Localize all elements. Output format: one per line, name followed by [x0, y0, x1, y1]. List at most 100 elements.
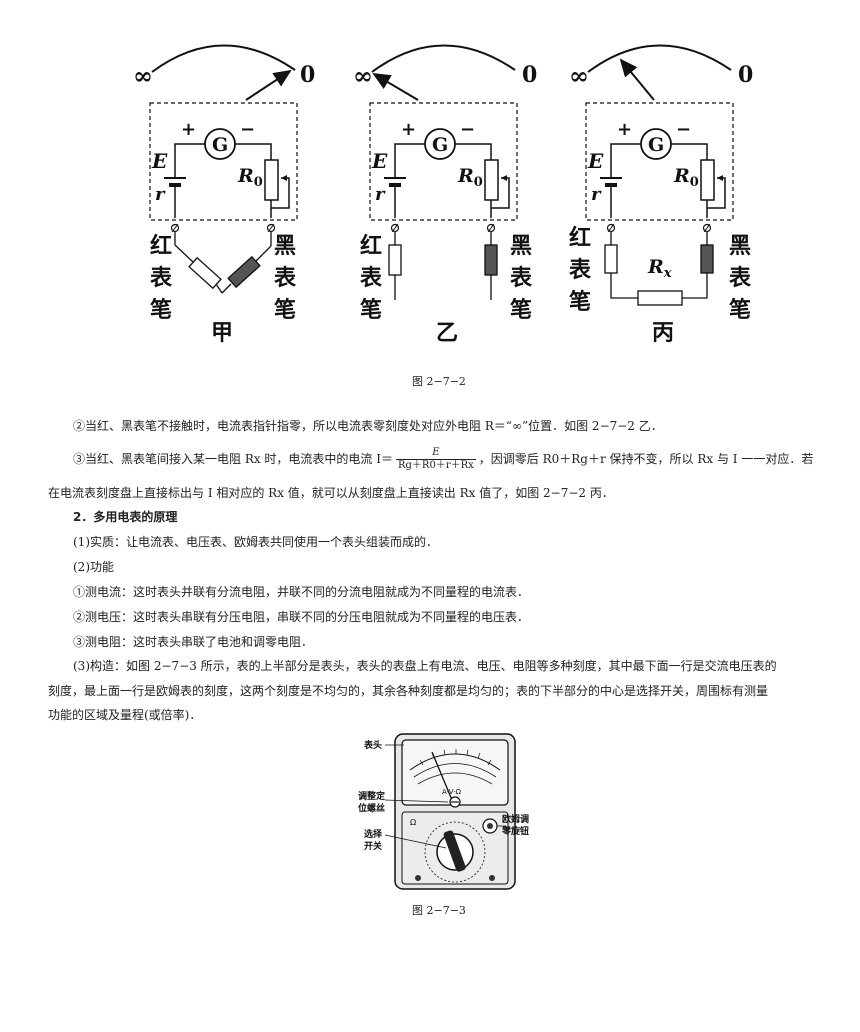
svg-text:笔: 笔 [150, 297, 172, 323]
multimeter-figure: A-V-Ω Ω 表头 调整定 位螺丝 选择 开关 欧姆调 零旋钮 [358, 733, 529, 890]
svg-text:表: 表 [729, 266, 752, 291]
plus-sign: + [181, 119, 196, 140]
red-probe-icon [188, 256, 222, 290]
svg-text:笔: 笔 [569, 289, 591, 315]
black-probe-icon [227, 255, 261, 289]
svg-text:表: 表 [569, 258, 592, 283]
svg-text:红: 红 [569, 225, 591, 251]
rheostat-icon [264, 159, 279, 201]
paragraph: (2)功能 [73, 560, 114, 574]
galvanometer-label: G [432, 134, 448, 156]
black-probe-label: 黑 表 笔 [510, 234, 533, 323]
paragraph-text: ，因调零后 R0＋Rg＋r 保持不变，所以 Rx 与 I 一一对应．若 [478, 452, 814, 466]
label-ohm-knob-2: 零旋钮 [501, 825, 529, 837]
galvanometer-label: G [212, 134, 228, 156]
pointer-arrow [619, 58, 655, 101]
red-probe-label: 红 表 笔 [360, 233, 383, 323]
svg-text:黑: 黑 [274, 234, 296, 259]
label-meter-head: 表头 [363, 739, 382, 751]
ohm-symbol: Ω [410, 818, 416, 827]
pointer-arrow [372, 72, 419, 101]
galvanometer-icon [204, 128, 236, 160]
red-probe-label: 红 表 笔 [569, 225, 592, 315]
paragraph: ③测电阻：这时表头串联了电池和调零电阻． [73, 635, 314, 649]
label-adjust-screw: 调整定 [358, 790, 386, 802]
svg-text:笔: 笔 [510, 297, 532, 323]
svg-text:表: 表 [150, 266, 173, 291]
figure-caption: 图 2−7−2 [412, 375, 466, 388]
zero-label: 0 [522, 62, 537, 88]
internal-r-label: r [155, 184, 166, 205]
galvanometer-icon [640, 128, 672, 160]
infinity-label: ∞ [569, 61, 589, 90]
minus-sign: − [240, 119, 255, 140]
scale-arc [151, 44, 296, 73]
infinity-label: ∞ [353, 61, 373, 90]
infinity-label: ∞ [133, 61, 153, 90]
red-probe-icon [604, 244, 618, 274]
internal-r-label: r [375, 184, 386, 205]
paragraph: 功能的区域及量程(或倍率)． [48, 708, 202, 722]
svg-text:红: 红 [360, 233, 382, 259]
r0-label: R0 [673, 165, 699, 190]
formula-numerator: E [396, 447, 476, 460]
rx-label: Rx [647, 256, 672, 281]
minus-sign: − [460, 119, 475, 140]
paragraph: (3)构造：如图 2−7−3 所示，表的上半部分是表头，表头的表盘上有电流、电压… [73, 659, 777, 673]
zero-label: 0 [738, 62, 753, 88]
black-probe-icon [700, 244, 714, 274]
meter-box [369, 102, 518, 221]
paragraph: 刻度，最上面一行是欧姆表的刻度，这两个刻度是不均匀的，其余各种刻度都是均匀的；表… [48, 684, 769, 698]
pointer-arrow [245, 69, 292, 101]
red-probe-label: 红 表 笔 [150, 233, 173, 323]
paragraph: 在电流表刻度盘上直接标出与 I 相对应的 Rx 值，就可以从刻度盘上直接读出 R… [48, 486, 614, 500]
svg-text:笔: 笔 [274, 297, 296, 323]
label-adjust-screw-2: 位螺丝 [358, 802, 385, 814]
black-probe-label: 黑 表 笔 [274, 234, 297, 323]
formula-denominator: Rg＋R0＋r＋Rx [398, 460, 474, 471]
scale-arc [587, 44, 732, 73]
paragraph: ②当红、黑表笔不接触时，电流表指针指零，所以电流表零刻度处对应外电阻 R＝“∞”… [73, 419, 663, 433]
svg-text:笔: 笔 [360, 297, 382, 323]
svg-text:黑: 黑 [729, 234, 751, 259]
svg-text:笔: 笔 [729, 297, 751, 323]
circuit-diagrams: ∞ 0 G + − E r R0 [133, 44, 753, 346]
meter-box [149, 102, 298, 221]
emf-label: E [151, 149, 168, 173]
rheostat-icon [484, 159, 499, 201]
svg-text:表: 表 [360, 266, 383, 291]
internal-r-label: r [591, 184, 602, 205]
svg-text:红: 红 [150, 233, 172, 259]
paragraph: ①测电流：这时表头并联有分流电阻，并联不同的分流电阻就成为不同量程的电流表． [73, 585, 530, 599]
label-selector-switch: 选择 [364, 828, 383, 840]
svg-text:表: 表 [510, 266, 533, 291]
rx-resistor-icon [637, 290, 683, 306]
r0-label: R0 [237, 165, 263, 190]
panel-label-bing: 丙 [652, 321, 674, 346]
svg-text:黑: 黑 [510, 234, 532, 259]
plus-sign: + [617, 119, 632, 140]
label-selector-switch-2: 开关 [364, 840, 382, 852]
galvanometer-label: G [648, 134, 664, 156]
plus-sign: + [401, 119, 416, 140]
red-probe-icon [388, 244, 402, 276]
r0-label: R0 [457, 165, 483, 190]
black-probe-label: 黑 表 笔 [729, 234, 752, 323]
dial-text: A-V-Ω [442, 788, 462, 796]
paragraph: ②测电压：这时表头串联有分压电阻，串联不同的分压电阻就成为不同量程的电压表． [73, 610, 530, 624]
scale-arc [371, 44, 516, 73]
paragraph-text: ③当红、黑表笔间接入某一电阻 Rx 时，电流表中的电流 I＝ [73, 452, 393, 466]
black-probe-icon [484, 244, 498, 276]
emf-label: E [371, 149, 388, 173]
meter-box [585, 102, 734, 221]
zero-label: 0 [300, 62, 315, 88]
emf-label: E [587, 149, 604, 173]
rheostat-icon [700, 159, 715, 201]
minus-sign: − [676, 119, 691, 140]
panel-label-yi: 乙 [436, 321, 458, 346]
paragraph: (1)实质：让电流表、电压表、欧姆表共同使用一个表头组装而成的． [73, 535, 439, 549]
panel-label-jia: 甲 [211, 321, 233, 346]
figure-caption: 图 2−7−3 [412, 904, 466, 917]
panel-yi: ∞ 0 G + − E r R0 红 表 笔 [353, 44, 537, 346]
